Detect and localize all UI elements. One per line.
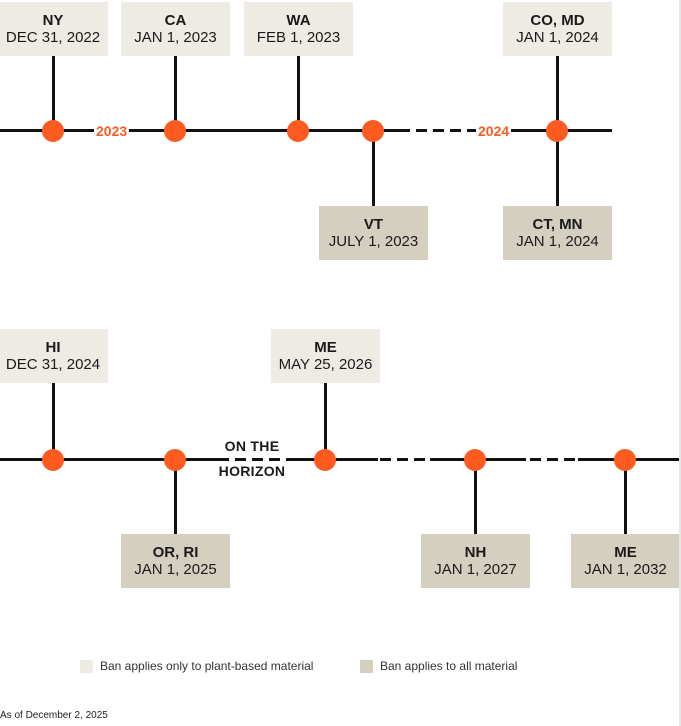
legend-item-plant-based: Ban applies only to plant-based material xyxy=(80,659,313,673)
milestone-wa: WA FEB 1, 2023 xyxy=(244,2,353,56)
as-of-note: As of December 2, 2025 xyxy=(0,710,108,721)
milestone-dot xyxy=(42,120,64,142)
connector xyxy=(52,383,55,460)
timeline-gap-dashes xyxy=(380,458,428,461)
milestone-ny: NY DEC 31, 2022 xyxy=(0,2,108,56)
milestone-dot xyxy=(164,120,186,142)
year-label-2024: 2024 xyxy=(476,122,512,140)
connector xyxy=(297,55,300,131)
milestone-dot xyxy=(164,449,186,471)
milestone-date: DEC 31, 2024 xyxy=(5,356,101,373)
milestone-state: CA xyxy=(164,11,187,29)
milestone-me-2032: ME JAN 1, 2032 xyxy=(571,534,680,588)
milestone-dot xyxy=(287,120,309,142)
connector xyxy=(52,55,55,131)
legend-label: Ban applies only to plant-based material xyxy=(100,659,314,673)
timeline-axis xyxy=(478,129,612,132)
milestone-dot xyxy=(314,449,336,471)
frame-edge xyxy=(679,0,681,726)
horizon-label: ON THE HORIZON xyxy=(202,434,302,484)
milestone-date: JAN 1, 2025 xyxy=(134,561,217,578)
connector xyxy=(324,383,327,460)
connector xyxy=(174,55,177,131)
milestone-date: MAY 25, 2026 xyxy=(278,356,373,373)
milestone-dot xyxy=(614,449,636,471)
milestone-nh: NH JAN 1, 2027 xyxy=(421,534,530,588)
milestone-dot xyxy=(464,449,486,471)
milestone-date: JAN 1, 2023 xyxy=(134,29,217,46)
milestone-ca: CA JAN 1, 2023 xyxy=(121,2,230,56)
legend-swatch xyxy=(80,659,93,673)
timeline-axis xyxy=(0,458,218,461)
connector xyxy=(624,460,627,536)
milestone-co-md: CO, MD JAN 1, 2024 xyxy=(503,2,612,56)
milestone-me-2026: ME MAY 25, 2026 xyxy=(271,329,380,383)
legend-label: Ban applies to all material xyxy=(380,659,518,673)
timeline-gap-dashes xyxy=(218,458,286,461)
milestone-date: JAN 1, 2024 xyxy=(516,29,599,46)
milestone-hi: HI DEC 31, 2024 xyxy=(0,329,108,383)
timeline-gap-dashes xyxy=(530,458,578,461)
milestone-state: ME xyxy=(614,543,637,561)
milestone-state: CT, MN xyxy=(532,215,583,233)
horizon-label-line2: HORIZON xyxy=(218,463,286,479)
timeline-axis xyxy=(0,129,410,132)
legend-item-all-material: Ban applies to all material xyxy=(360,659,517,673)
timeline-gap-dashes xyxy=(416,129,476,132)
milestone-state: NH xyxy=(464,543,487,561)
milestone-state: NY xyxy=(42,11,64,29)
milestone-date: FEB 1, 2023 xyxy=(256,29,341,46)
milestone-state: CO, MD xyxy=(530,11,585,29)
milestone-dot xyxy=(546,120,568,142)
connector xyxy=(174,460,177,536)
connector xyxy=(372,131,375,208)
milestone-date: DEC 31, 2022 xyxy=(5,29,101,46)
milestone-state: ME xyxy=(314,338,337,356)
milestone-date: JAN 1, 2032 xyxy=(584,561,667,578)
milestone-vt: VT JULY 1, 2023 xyxy=(319,206,428,260)
horizon-label-line1: ON THE xyxy=(224,438,280,454)
milestone-dot xyxy=(362,120,384,142)
milestone-ct-mn: CT, MN JAN 1, 2024 xyxy=(503,206,612,260)
connector xyxy=(474,460,477,536)
milestone-date: JULY 1, 2023 xyxy=(328,233,419,250)
milestone-or-ri: OR, RI JAN 1, 2025 xyxy=(121,534,230,588)
milestone-date: JAN 1, 2024 xyxy=(516,233,599,250)
milestone-dot xyxy=(42,449,64,471)
milestone-state: VT xyxy=(363,215,384,233)
milestone-state: WA xyxy=(286,11,311,29)
legend-swatch xyxy=(360,659,373,673)
milestone-state: OR, RI xyxy=(152,543,199,561)
milestone-date: JAN 1, 2027 xyxy=(434,561,517,578)
year-label-2023: 2023 xyxy=(94,122,130,140)
milestone-state: HI xyxy=(45,338,61,356)
